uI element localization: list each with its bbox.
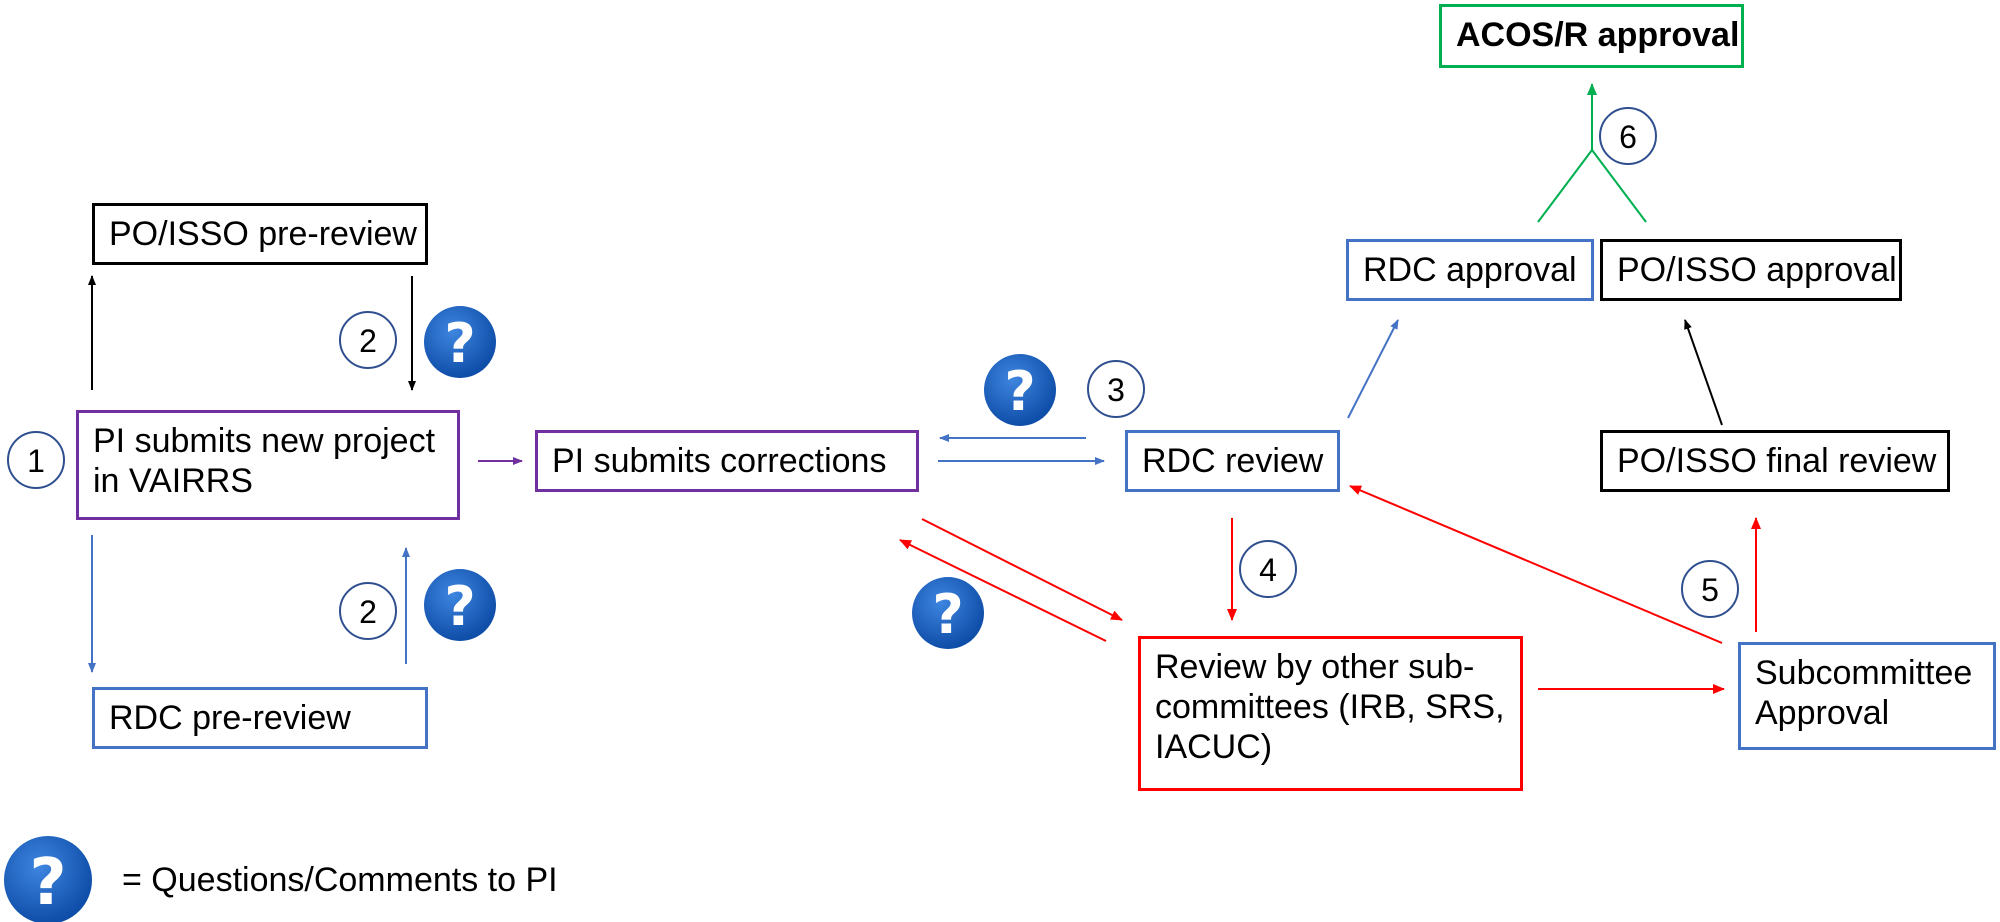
- step-2-top-label: 2: [359, 323, 377, 359]
- question-icon-glyph: ?: [1004, 360, 1035, 423]
- step-1-label: 1: [27, 443, 45, 479]
- question-icon: ?: [424, 569, 496, 641]
- node-pi-submits-new-project: PI submits new project in VAIRRS: [76, 410, 460, 520]
- step-6-badge: 6: [1599, 107, 1657, 165]
- step-2-bottom-badge: 2: [339, 582, 397, 640]
- question-icon-glyph: ?: [444, 312, 475, 375]
- arrow-po-final-to-po-approval: [1684, 319, 1723, 426]
- question-icon-glyph: ?: [444, 575, 475, 638]
- node-pi-submits-corrections: PI submits corrections: [535, 430, 919, 492]
- step-3-badge: 3: [1087, 360, 1145, 418]
- node-rdc-pre-review: RDC pre-review: [92, 687, 428, 749]
- node-po-isso-approval: PO/ISSO approval: [1600, 239, 1902, 301]
- node-subcommittee-approval: Subcommittee Approval: [1738, 642, 1996, 750]
- step-3-label: 3: [1107, 372, 1125, 408]
- node-acos-r-approval: ACOS/R approval: [1439, 4, 1744, 68]
- node-review-by-subcommittees: Review by other sub-committees (IRB, SRS…: [1138, 636, 1523, 791]
- step-5-badge: 5: [1681, 560, 1739, 618]
- step-2-top-badge: 2: [339, 311, 397, 369]
- node-po-isso-final-review: PO/ISSO final review: [1600, 430, 1950, 492]
- step-6-label: 6: [1619, 119, 1637, 155]
- question-icon-glyph: ?: [932, 583, 963, 646]
- arrow-subcommittees-to-corrections: [899, 539, 1107, 642]
- question-icon: ?: [912, 577, 984, 649]
- arrow-approvals-to-acos: [1537, 83, 1647, 223]
- arrow-rdc-review-to-rdc-approval: [1347, 319, 1399, 419]
- question-icon: ?: [984, 354, 1056, 426]
- step-4-badge: 4: [1239, 540, 1297, 598]
- step-4-label: 4: [1259, 552, 1277, 588]
- step-2-bottom-label: 2: [359, 594, 377, 630]
- arrow-sub-approval-to-rdc-review: [1349, 485, 1723, 644]
- legend-text: = Questions/Comments to PI: [122, 861, 558, 899]
- arrow-corrections-to-subcommittees: [921, 518, 1123, 621]
- node-rdc-review: RDC review: [1125, 430, 1340, 492]
- legend-question-icon: ?: [4, 836, 92, 922]
- node-po-isso-pre-review: PO/ISSO pre-review: [92, 203, 428, 265]
- legend-question-glyph: ?: [29, 846, 66, 920]
- question-icon: ?: [424, 306, 496, 378]
- step-1-badge: 1: [7, 431, 65, 489]
- step-5-label: 5: [1701, 572, 1719, 608]
- node-rdc-approval: RDC approval: [1346, 239, 1594, 301]
